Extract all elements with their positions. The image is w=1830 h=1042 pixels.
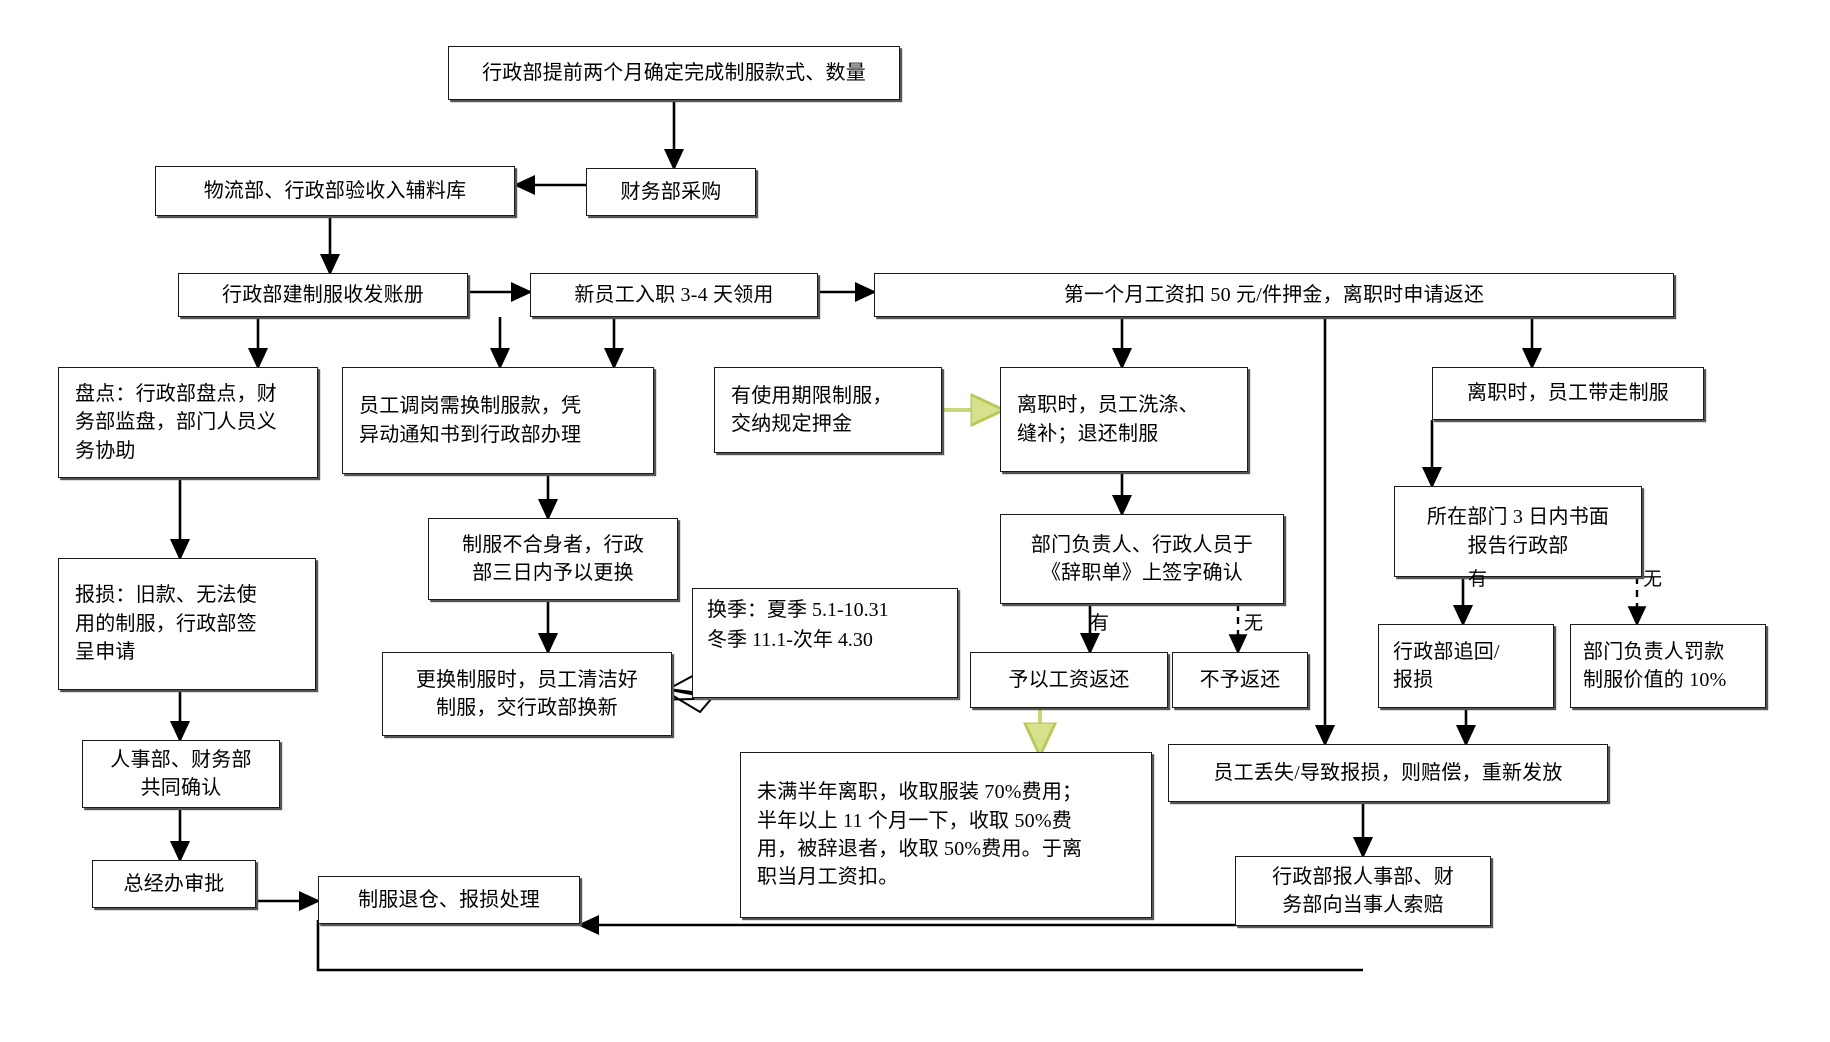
node-stocktake[interactable]: 盘点：行政部盘点，财 务部监盘，部门人员义 务协助: [58, 367, 318, 478]
edge-label-report-yes: 有: [1468, 569, 1488, 590]
node-limited-period-uniform[interactable]: 有使用期限制服， 交纳规定押金: [714, 367, 942, 453]
node-job-transfer[interactable]: 员工调岗需换制服款，凭 异动通知书到行政部办理: [342, 367, 654, 474]
node-return-to-warehouse[interactable]: 制服退仓、报损处理: [318, 876, 580, 924]
node-deposit-rule[interactable]: 第一个月工资扣 50 元/件押金，离职时申请返还: [874, 273, 1674, 317]
node-resignation-signoff[interactable]: 部门负责人、行政人员于 《辞职单》上签字确认: [1000, 514, 1284, 604]
node-gm-approval[interactable]: 总经办审批: [92, 860, 256, 908]
node-ledger[interactable]: 行政部建制服收发账册: [178, 273, 468, 317]
node-exchange-clean[interactable]: 更换制服时，员工清洁好 制服，交行政部换新: [382, 652, 672, 736]
edge-label-sign-yes: 有: [1090, 613, 1110, 634]
node-uniform-not-fit[interactable]: 制服不合身者，行政 部三日内予以更换: [428, 518, 678, 600]
node-damage-report[interactable]: 报损：旧款、无法使 用的制服，行政部签 呈申请: [58, 558, 316, 690]
node-manager-penalty[interactable]: 部门负责人罚款 制服价值的 10%: [1570, 624, 1766, 708]
node-no-refund[interactable]: 不予返还: [1172, 652, 1308, 708]
node-department-3day-report[interactable]: 所在部门 3 日内书面 报告行政部: [1394, 486, 1642, 577]
node-resign-fee-rule[interactable]: 未满半年离职，收取服装 70%费用； 半年以上 11 个月一下，收取 50%费 …: [740, 752, 1152, 918]
node-hr-finance-confirm[interactable]: 人事部、财务部 共同确认: [82, 740, 280, 808]
node-resign-wash-return[interactable]: 离职时，员工洗涤、 缝补；退还制服: [1000, 367, 1248, 472]
node-salary-refund[interactable]: 予以工资返还: [970, 652, 1168, 708]
callout-season-change[interactable]: 换季：夏季 5.1-10.31 冬季 11.1-次年 4.30: [692, 588, 958, 698]
node-resign-take-uniform[interactable]: 离职时，员工带走制服: [1432, 367, 1704, 420]
edge-label-report-no: 无: [1643, 569, 1663, 590]
node-new-hire-issue[interactable]: 新员工入职 3-4 天领用: [530, 273, 818, 317]
edge-label-sign-no: 无: [1244, 613, 1264, 634]
node-receive-warehouse[interactable]: 物流部、行政部验收入辅料库: [155, 166, 515, 216]
node-admin-recover[interactable]: 行政部追回/ 报损: [1378, 624, 1554, 708]
node-purchase[interactable]: 财务部采购: [586, 168, 756, 216]
node-lost-compensate[interactable]: 员工丢失/导致报损，则赔偿，重新发放: [1168, 744, 1608, 802]
node-claim-from-employee[interactable]: 行政部报人事部、财 务部向当事人索赔: [1235, 856, 1491, 926]
node-plan[interactable]: 行政部提前两个月确定完成制服款式、数量: [448, 46, 900, 100]
